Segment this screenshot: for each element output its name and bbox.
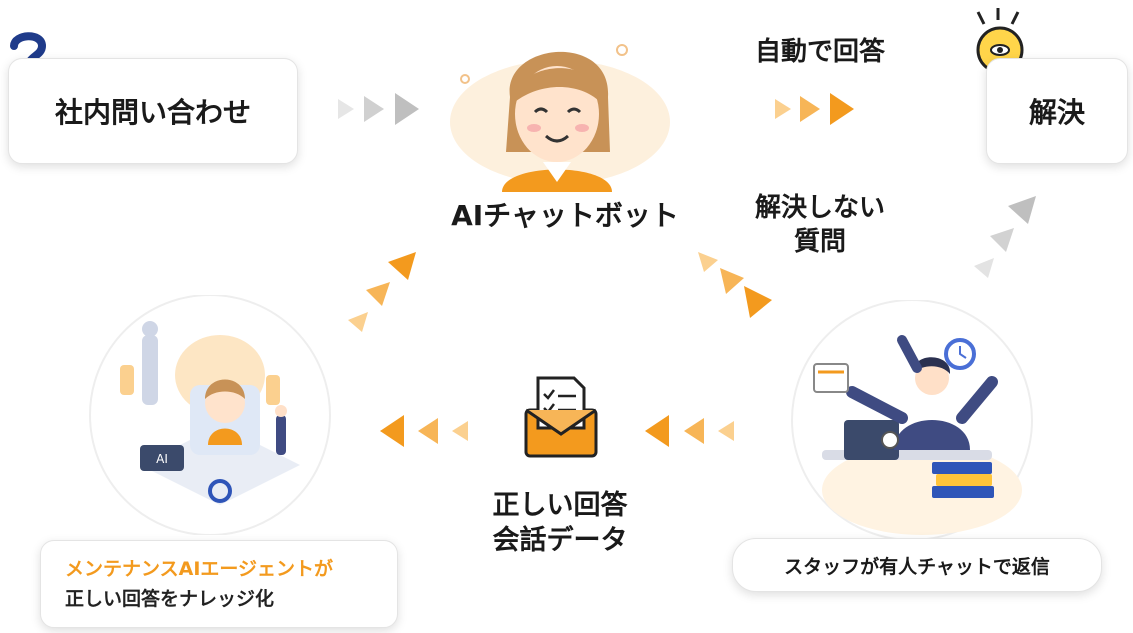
staff-reply-label: スタッフが有人チャットで返信 — [784, 555, 1050, 578]
arrow-left-4 — [452, 421, 468, 441]
arrow-left-6 — [380, 415, 404, 447]
resolved-box: 解決 — [986, 58, 1128, 164]
staff-reply-pill: スタッフが有人チャットで返信 — [732, 538, 1102, 592]
ai-agent-illustration: AI — [89, 295, 331, 535]
woman-avatar-icon — [450, 44, 670, 192]
unresolved-label: 解決しない 質問 — [754, 193, 885, 257]
arrow-left-5 — [418, 418, 438, 444]
arrows-chatbot-to-staff — [698, 252, 772, 318]
agent-sub: 正しい回答をナレッジ化 — [65, 588, 275, 610]
arrow-orange-2 — [800, 96, 820, 122]
arrow-left-3 — [645, 415, 669, 447]
svg-text:AI: AI — [156, 452, 168, 466]
busy-staff-illustration — [791, 300, 1033, 540]
agent-title: メンテナンスAIエージェントが — [65, 557, 334, 580]
inquiry-box: 社内問い合わせ — [8, 58, 298, 164]
arrow-left-2 — [684, 418, 704, 444]
document-envelope-icon — [524, 376, 598, 458]
arrow-left-1 — [718, 421, 734, 441]
arrow-gray-1 — [338, 99, 354, 119]
resolved-label: 解決 — [1028, 96, 1085, 129]
arrow-orange-3 — [830, 93, 854, 125]
inquiry-label: 社内問い合わせ — [54, 96, 251, 129]
arrows-staff-to-resolved — [974, 196, 1036, 278]
chatbot-label: AIチャットボット — [451, 199, 679, 232]
arrows-agent-to-chatbot — [348, 252, 416, 332]
arrow-gray-3 — [395, 93, 419, 125]
arrow-gray-2 — [364, 96, 384, 122]
auto-answer-label: 自動で回答 — [754, 37, 885, 67]
arrow-orange-1 — [775, 99, 791, 119]
agent-box: メンテナンスAIエージェントが 正しい回答をナレッジ化 — [40, 540, 398, 628]
correct-data-label: 正しい回答 会話データ — [492, 490, 628, 557]
